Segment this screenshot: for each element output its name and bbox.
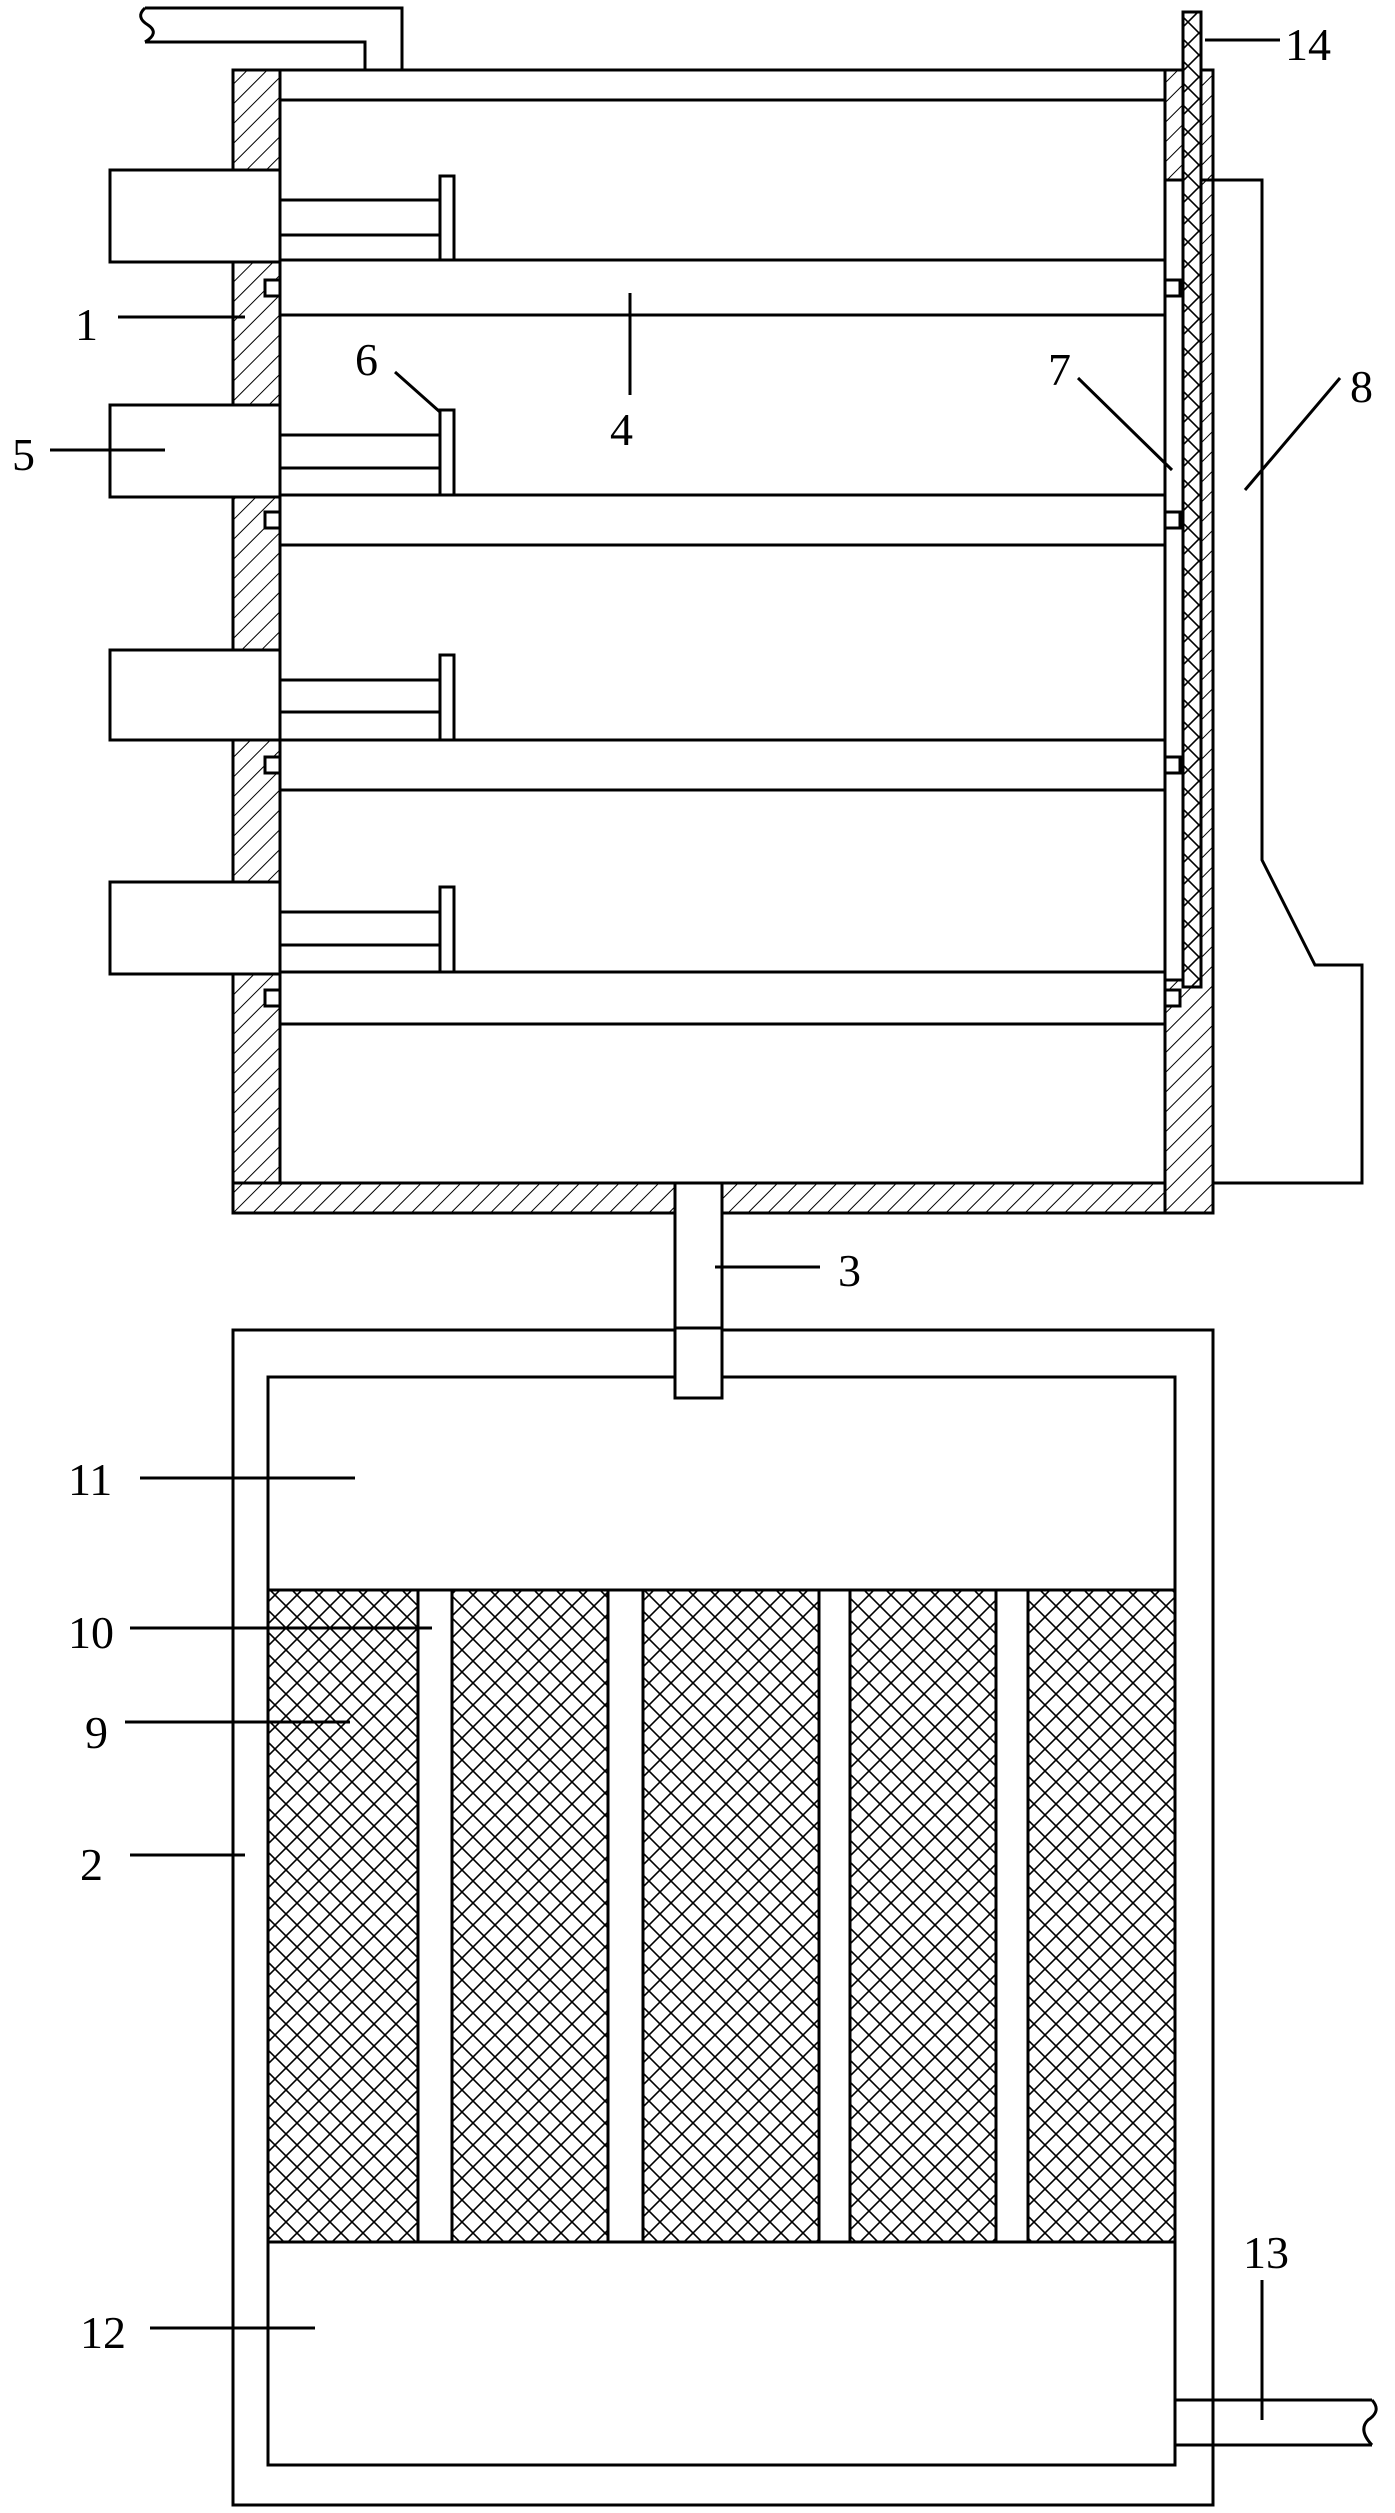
filter-column bbox=[848, 1588, 998, 2244]
leader-lines bbox=[50, 38, 1342, 2420]
hinge-block bbox=[1163, 278, 1182, 298]
control-rod bbox=[1181, 10, 1203, 989]
part-labels: 1 5 6 4 7 8 14 3 11 10 9 2 12 13 bbox=[12, 19, 1373, 2358]
filter-media bbox=[266, 1588, 1177, 2244]
shelf bbox=[278, 258, 1167, 317]
label-11: 11 bbox=[68, 1454, 112, 1505]
push-plate bbox=[438, 408, 456, 497]
label-1: 1 bbox=[75, 299, 98, 350]
hinge-block bbox=[1163, 510, 1182, 530]
filter-column bbox=[641, 1588, 821, 2244]
push-plate bbox=[438, 653, 456, 742]
hinge-block bbox=[263, 510, 282, 530]
label-6: 6 bbox=[355, 334, 378, 385]
cylinder-body bbox=[108, 648, 282, 742]
push-cylinders bbox=[108, 168, 456, 976]
filter-column bbox=[266, 1588, 420, 2244]
label-14: 14 bbox=[1285, 19, 1331, 70]
label-10: 10 bbox=[68, 1607, 114, 1658]
label-3: 3 bbox=[838, 1245, 861, 1296]
upper-tank bbox=[139, 6, 1215, 1215]
shelves bbox=[263, 258, 1182, 1026]
label-2: 2 bbox=[80, 1839, 103, 1890]
filter-column bbox=[1026, 1588, 1177, 2244]
push-plate bbox=[438, 885, 456, 974]
return-pipe bbox=[1201, 178, 1364, 1185]
filter-column bbox=[450, 1588, 610, 2244]
outlet-pipe bbox=[1175, 2398, 1378, 2447]
shelf bbox=[278, 738, 1167, 792]
label-9: 9 bbox=[85, 1707, 108, 1758]
cylinder-body bbox=[108, 880, 282, 976]
hinge-block bbox=[263, 755, 282, 775]
push-plate bbox=[438, 174, 456, 262]
hinge-block bbox=[1163, 755, 1182, 775]
label-13: 13 bbox=[1243, 2227, 1289, 2278]
shelf bbox=[278, 970, 1167, 1026]
lower-tank bbox=[231, 1326, 1215, 2507]
label-12: 12 bbox=[80, 2307, 126, 2358]
hinge-block bbox=[263, 988, 282, 1008]
tank-top-rim bbox=[278, 68, 1167, 102]
label-8: 8 bbox=[1350, 361, 1373, 412]
label-5: 5 bbox=[12, 429, 35, 480]
cylinder-body bbox=[108, 168, 282, 264]
hinge-block bbox=[1163, 988, 1182, 1008]
shelf bbox=[278, 493, 1167, 547]
label-4: 4 bbox=[610, 404, 633, 455]
label-7: 7 bbox=[1048, 344, 1071, 395]
hinge-block bbox=[263, 278, 282, 298]
